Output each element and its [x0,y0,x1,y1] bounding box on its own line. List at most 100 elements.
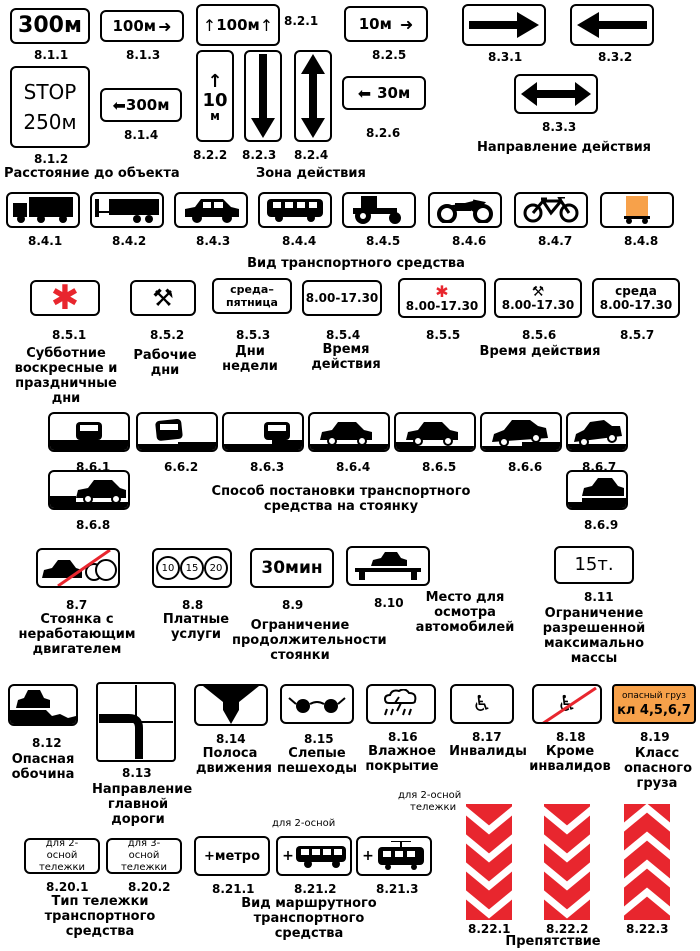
code-8-1-1: 8.1.1 [34,48,69,62]
sign-8-13 [96,682,176,762]
code-8-6-3: 8.6.3 [250,460,285,474]
sign-8-16 [366,684,436,724]
sign-8-7 [36,548,120,588]
code-8-6-9: 8.6.9 [584,518,619,532]
hammer-icon: ⚒ [531,284,545,300]
hammer-icon: ⚒ [152,284,174,312]
caption-8-15: Слепые пешеходы [277,746,357,776]
code-8-13: 8.13 [122,766,152,780]
sign-8-18: ♿ [532,684,602,724]
code-8-5-2: 8.5.2 [150,328,185,342]
sign-8-15 [280,684,354,724]
code-8-5-6: 8.5.6 [522,328,557,342]
code-8-19: 8.19 [640,730,670,744]
code-8-12: 8.12 [32,736,62,750]
arrow-right-icon [469,12,539,38]
code-8-21-2: 8.21.2 [294,882,337,896]
caption-time: Время действия [311,342,381,372]
bus-icon [295,846,346,868]
code-8-22-3: 8.22.3 [626,922,669,936]
caption-8-11: Ограничение разрешенной максимально масс… [542,606,646,666]
caption-parking: Способ постановки транспортного средства… [211,484,471,514]
sign-8-5-1: ✱ [30,280,100,316]
caption-8-19: Класс опасного груза [624,746,693,791]
code-8-4-4: 8.4.4 [282,234,317,248]
coin-20-icon: 20 [204,556,228,580]
inspection-ramp-icon [355,552,421,580]
sign-8-22-2 [544,804,590,920]
caption-8-22: Препятствие [505,934,601,949]
coin-15-icon: 15 [180,556,204,580]
code-8-21-1: 8.21.1 [212,882,255,896]
code-8-2-1: 8.2.1 [284,14,319,28]
code-6-6-2: 6.6.2 [164,460,199,474]
sign-8-9: 30мин [250,548,334,588]
sign-8-20-1: для 2-осной тележки [24,838,100,874]
parking-car-icon [224,422,302,450]
sign-8-17: ♿ [450,684,514,724]
obstacle-chevron-down-right-icon [466,804,512,920]
code-8-7: 8.7 [66,598,88,612]
code-8-16: 8.16 [388,730,418,744]
asterisk-icon: ✱ [50,278,80,318]
sign-8-6-6 [480,412,562,452]
code-8-6-4: 8.6.4 [336,460,371,474]
caption-8-20: Тип тележки транспортного средства [44,894,156,939]
arrow-right-icon: ➜ [399,14,414,34]
sign-8-6-3 [222,412,304,452]
code-8-1-2: 8.1.2 [34,152,69,166]
truck-icon [13,197,73,223]
sign-8-4-3 [174,192,248,228]
code-8-5-3: 8.5.3 [236,328,271,342]
sign-8-6-1 [48,412,130,452]
code-8-8: 8.8 [182,598,204,612]
sign-8-14 [194,684,268,726]
parking-car-icon [568,478,626,508]
bus-icon [267,199,323,222]
sign-8-4-7 [514,192,588,228]
sign-8-5-7: среда 8.00-17.30 [592,278,680,318]
code-8-2-2: 8.2.2 [193,148,228,162]
note-bogie: тележки [410,802,457,813]
caption-8-8: Платные услуги [162,612,230,642]
sign-8-4-5 [342,192,416,228]
red-strike-icon [542,686,597,722]
sign-8-8: 10 15 20 [152,548,232,588]
sign-8-6-4 [308,412,390,452]
arrow-right-icon: ➜ [158,16,172,36]
caption-8-9: Ограничение продолжительности стоянки [232,618,387,663]
sign-8-4-4 [258,192,332,228]
sign-8-21-2: + [276,836,352,876]
code-8-3-3: 8.3.3 [542,120,577,134]
code-8-5-4: 8.5.4 [326,328,361,342]
code-8-2-3: 8.2.3 [242,148,277,162]
code-8-15: 8.15 [304,732,334,746]
sign-8-2-6: ⬅30м [342,76,426,110]
sign-8-22-3 [624,804,670,920]
coin-10-icon: 10 [156,556,180,580]
sign-8-1-1: 300м [10,8,90,44]
code-8-22-2: 8.22.2 [546,922,589,936]
sign-8-4-2 [90,192,164,228]
caption-8-16: Влажное покрытие [365,744,439,774]
sign-8-22-1 [466,804,512,920]
sign-8-11: 15т. [554,546,634,584]
code-8-4-6: 8.4.6 [452,234,487,248]
note-2-axle-b: для 2-осной [398,790,462,801]
sign-8-10 [346,546,430,586]
caption-zone: Зона действия [256,166,366,181]
code-8-20-2: 8.20.2 [128,880,171,894]
caption-saturday: Субботние воскресные и праздничные дни [14,346,118,406]
caption-8-17: Инвалиды [449,744,527,759]
plus-icon: + [362,848,374,864]
wet-surface-icon [383,689,417,716]
parking-car-icon [568,420,626,450]
tractor-icon [353,196,401,224]
code-8-6-8: 8.6.8 [76,518,111,532]
sign-8-5-2: ⚒ [130,280,196,316]
code-8-4-2: 8.4.2 [112,234,147,248]
arrow-up-down-icon [301,54,325,138]
sign-8-2-5: 10м➜ [344,6,428,42]
main-road-direction-icon [99,685,173,759]
code-8-3-1: 8.3.1 [488,50,523,64]
